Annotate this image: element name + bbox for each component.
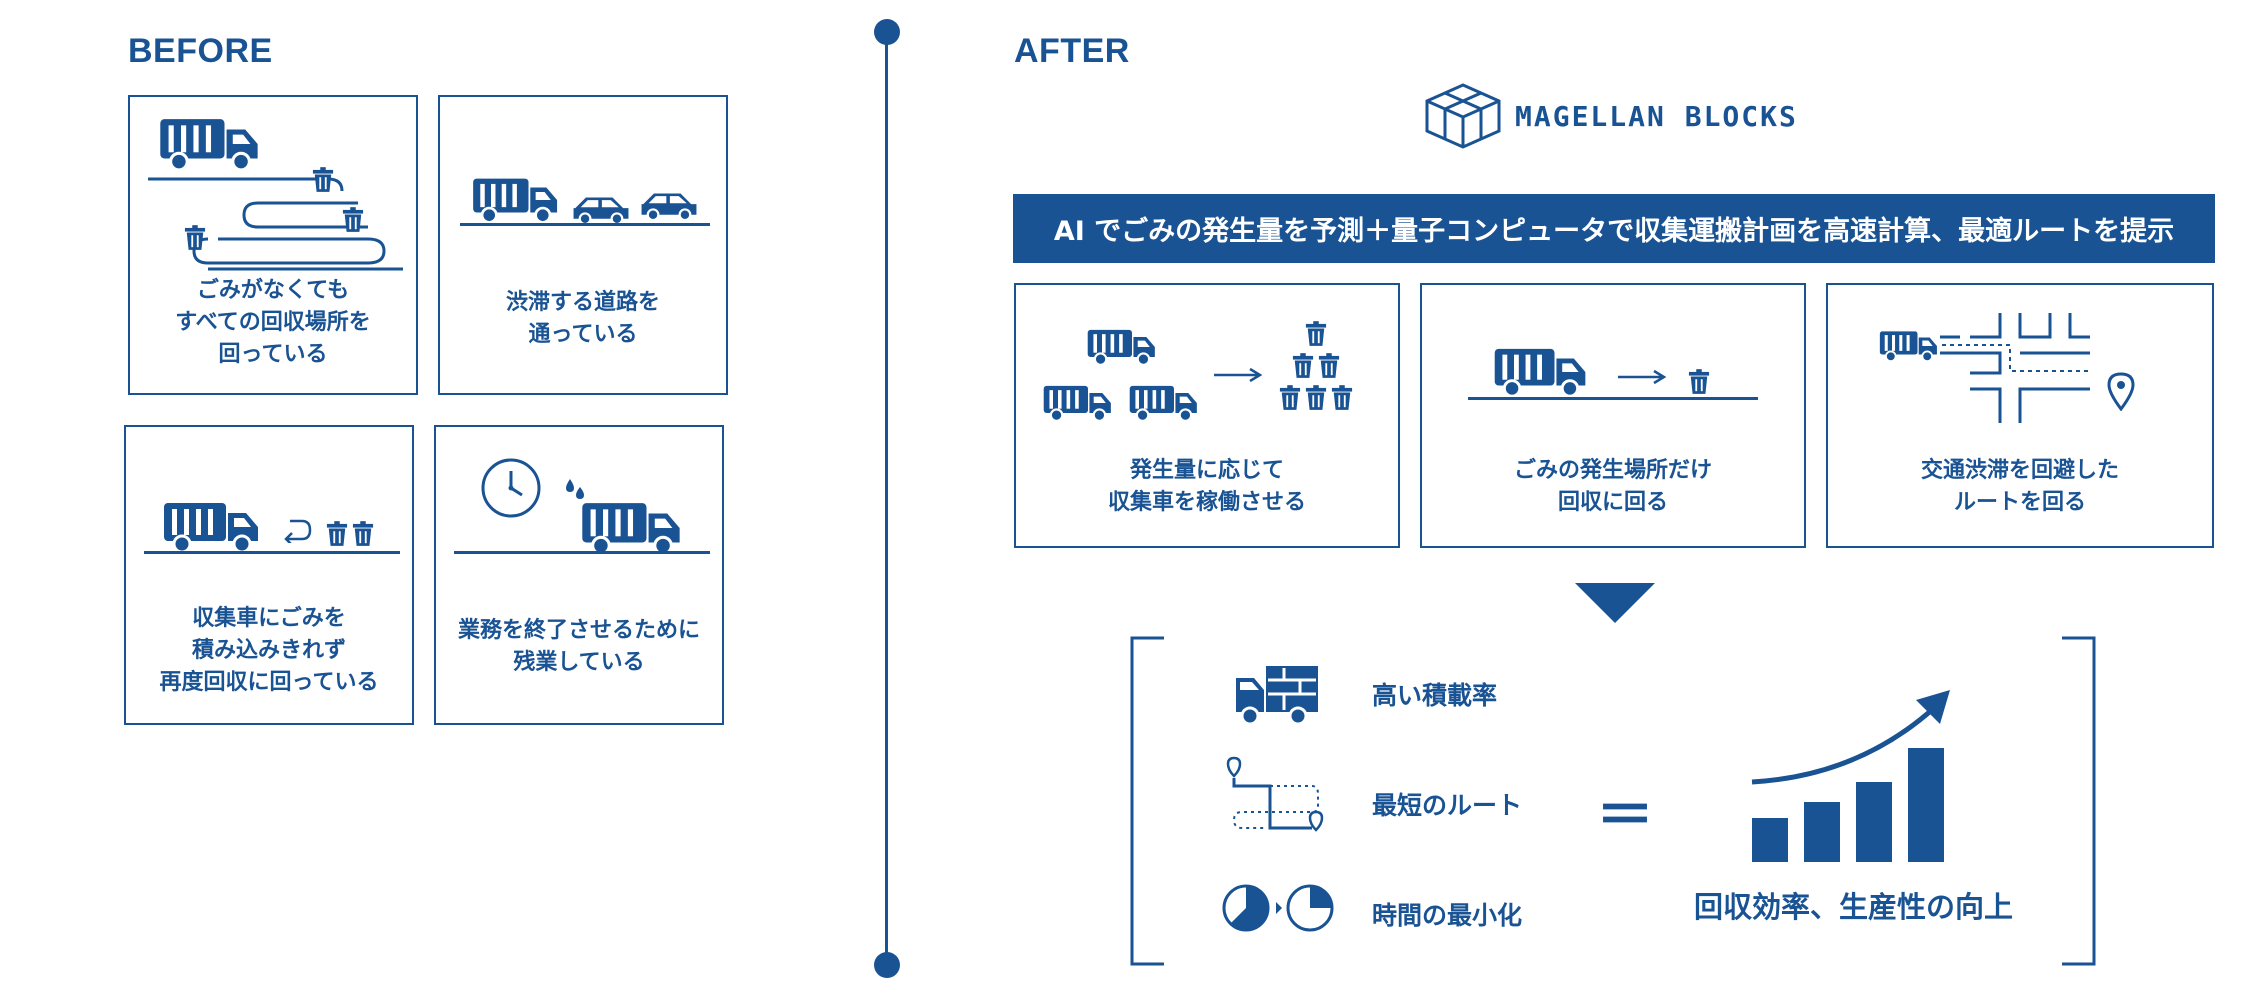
trash-can-icon xyxy=(1331,385,1353,411)
trash-can-icon xyxy=(1279,385,1301,411)
garbage-truck-icon xyxy=(1128,383,1200,423)
before-caption-4: 業務を終了させるために 残業している xyxy=(457,618,700,675)
down-triangle-icon xyxy=(1575,583,1655,623)
route-icon xyxy=(1226,756,1324,832)
trash-can-icon xyxy=(342,207,364,233)
after-caption-2: ごみの発生場所だけ 回収に回る xyxy=(1513,458,1712,515)
garbage-truck-icon xyxy=(158,115,262,173)
before-panel-3: 収集車にごみを 積み込みきれず 再度回収に回っている xyxy=(124,425,414,725)
after-panel-2: ごみの発生場所だけ 回収に回る xyxy=(1420,283,1806,548)
trash-can-icon xyxy=(1688,369,1710,395)
after-panel-1: 発生量に応じて 収集車を稼働させる xyxy=(1014,283,1400,548)
after-panel-3: 交通渋滞を回避した ルートを回る xyxy=(1826,283,2214,548)
benefit-time-minimization: 時間の最小化 xyxy=(1372,901,1523,930)
sweat-drop-icon xyxy=(566,479,584,499)
return-arrow-icon xyxy=(284,519,312,543)
garbage-truck-icon xyxy=(1042,383,1114,423)
equals-sign: ＝ xyxy=(1596,781,1655,849)
clock-icon xyxy=(481,458,541,518)
trash-can-icon xyxy=(1292,353,1314,379)
before-caption-3: 収集車にごみを 積み込みきれず 再度回収に回っている xyxy=(159,606,379,695)
road-line xyxy=(454,551,710,554)
before-caption-2: 渋滞する道路を 通っている xyxy=(505,290,660,347)
after-heading: AFTER xyxy=(1014,32,1130,70)
growth-bar-chart-icon xyxy=(1751,690,1950,862)
before-panel-1: ごみがなくても すべての回収場所を 回っている xyxy=(128,95,418,395)
trash-can-icon xyxy=(184,225,206,251)
arrow-right-icon xyxy=(1618,369,1666,385)
before-heading: BEFORE xyxy=(128,32,273,70)
trash-can-icon xyxy=(1305,385,1327,411)
pie-timer-icon xyxy=(1222,884,1334,932)
garbage-truck-icon xyxy=(1878,329,1940,363)
route-icon xyxy=(148,177,403,271)
trash-can-icon xyxy=(326,521,348,547)
car-icon xyxy=(570,193,632,225)
loaded-truck-icon xyxy=(1236,666,1318,726)
garbage-truck-icon xyxy=(470,175,562,225)
car-icon xyxy=(638,189,700,221)
before-panel-4: 業務を終了させるために 残業している xyxy=(434,425,724,725)
after-caption-3: 交通渋滞を回避した ルートを回る xyxy=(1920,458,2119,515)
result-bracket-right xyxy=(2062,636,2096,966)
logo-text: MAGELLAN BLOCKS xyxy=(1515,100,1798,133)
trash-can-icon xyxy=(352,521,374,547)
benefit-shortest-route: 最短のルート xyxy=(1372,791,1523,820)
trash-can-icon xyxy=(1318,353,1340,379)
garbage-truck-icon xyxy=(580,499,684,557)
street-map-icon xyxy=(1940,313,2090,423)
timeline-dot-top xyxy=(874,19,900,45)
after-caption-1: 発生量に応じて 収集車を稼働させる xyxy=(1107,458,1306,515)
road-line xyxy=(144,551,400,554)
result-bracket-left xyxy=(1130,636,1164,966)
before-caption-1: ごみがなくても すべての回収場所を 回っている xyxy=(175,278,371,367)
garbage-truck-icon xyxy=(162,499,262,555)
garbage-truck-icon xyxy=(1492,345,1590,399)
trash-can-icon xyxy=(1305,321,1327,347)
trash-can-icon xyxy=(312,167,334,193)
result-text: 回収効率、生産性の向上 xyxy=(1694,890,2014,924)
after-banner: AI でごみの発生量を予測＋量子コンピュータで収集運搬計画を高速計算、最適ルート… xyxy=(1013,194,2215,263)
map-pin-icon xyxy=(2107,372,2135,411)
timeline-line xyxy=(885,32,888,964)
road-line xyxy=(1468,397,1758,400)
before-panel-2: 渋滞する道路を 通っている xyxy=(438,95,728,395)
timeline-dot-bottom xyxy=(874,952,900,978)
arrow-right-icon xyxy=(1214,367,1262,383)
magellan-blocks-logo-icon xyxy=(1425,83,1501,149)
benefit-load-rate: 高い積載率 xyxy=(1372,681,1498,710)
road-line xyxy=(460,223,710,226)
garbage-truck-icon xyxy=(1086,327,1158,367)
